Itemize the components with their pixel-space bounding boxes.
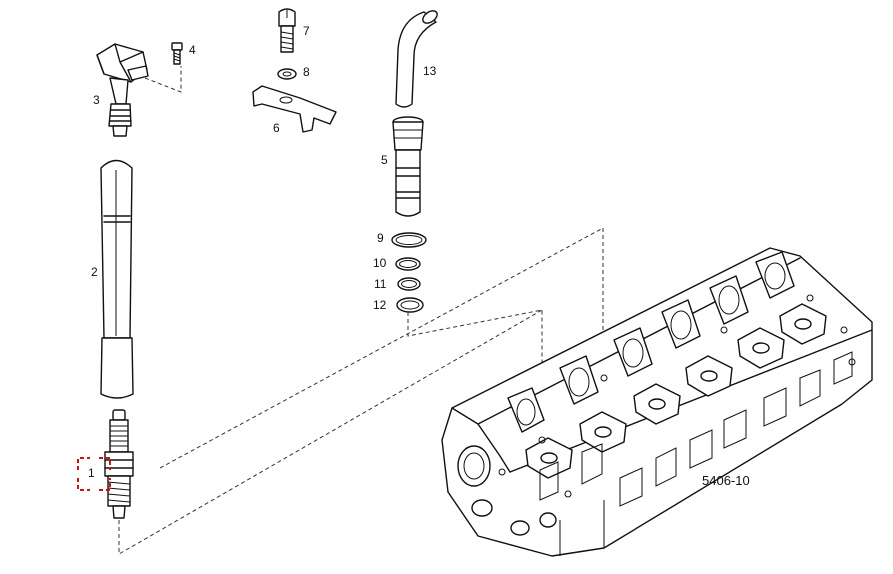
callout-11: 11 — [374, 277, 387, 291]
extension-tube-part[interactable] — [100, 159, 134, 399]
callout-12: 12 — [373, 298, 387, 312]
callout-7: 7 — [303, 24, 310, 38]
callout-3: 3 — [93, 93, 100, 107]
o-ring-11-part[interactable] — [397, 277, 421, 291]
sleeve-5-part[interactable] — [392, 116, 424, 217]
figure-code: 5406-10 — [702, 473, 750, 488]
callout-labels: 1 2 3 4 5 6 7 8 9 10 11 12 13 — [88, 24, 437, 480]
cylinder-head-part[interactable] — [441, 247, 873, 557]
washer-8-part[interactable] — [277, 68, 297, 80]
callout-2: 2 — [91, 265, 98, 279]
callout-6: 6 — [273, 121, 280, 135]
callout-5: 5 — [381, 153, 388, 167]
clamp-6-part[interactable] — [252, 85, 337, 133]
leader-line-4 — [144, 66, 182, 93]
callout-10: 10 — [373, 256, 387, 270]
ignition-coil-part[interactable] — [96, 43, 149, 137]
screw-7-part[interactable] — [278, 8, 296, 53]
callout-13: 13 — [423, 64, 437, 78]
bolt-4-part[interactable] — [171, 42, 183, 65]
o-ring-12-part[interactable] — [396, 297, 424, 313]
hose-13-part[interactable] — [395, 8, 439, 108]
callout-1: 1 — [88, 466, 95, 480]
callout-8: 8 — [303, 65, 310, 79]
callout-4: 4 — [189, 43, 196, 57]
highlight-bracket — [77, 457, 111, 491]
callout-9: 9 — [377, 231, 384, 245]
